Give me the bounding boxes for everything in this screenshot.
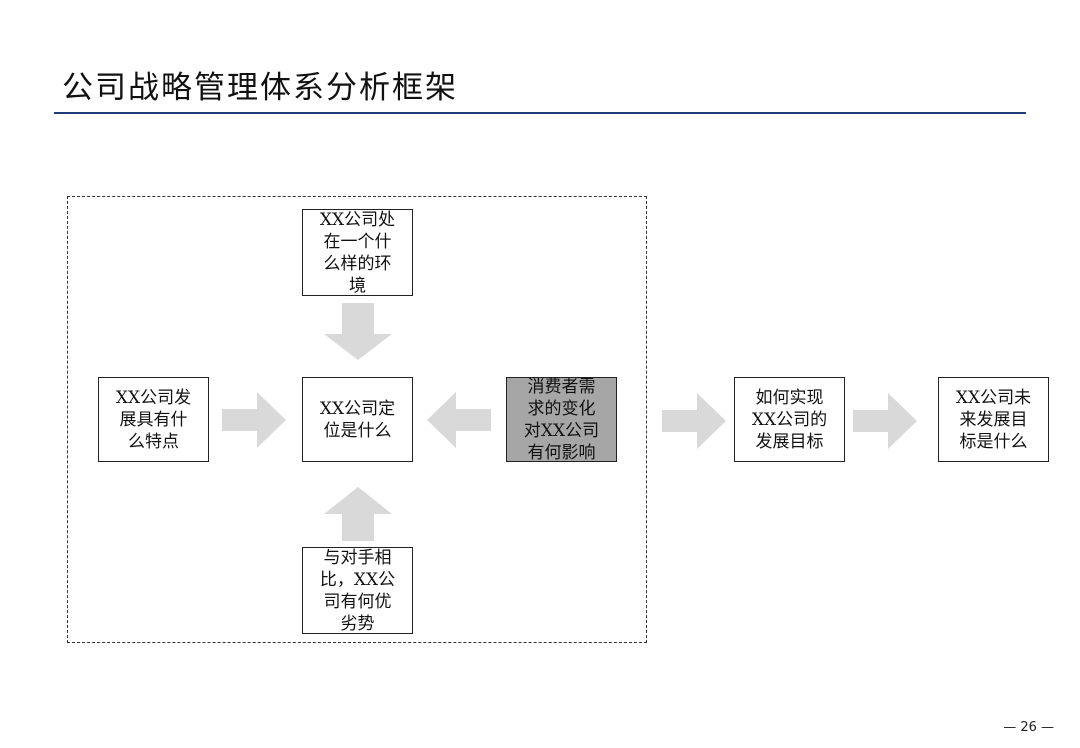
competitors-text: 与对手相 比，XX公 司有何优 劣势 [319, 547, 396, 634]
page-number: — 26 — [1003, 720, 1054, 735]
positioning-text: XX公司定 位是什么 [319, 398, 396, 441]
traits-box: XX公司发 展具有什 么特点 [98, 377, 209, 462]
environment-text: XX公司处 在一个什 么样的环 境 [319, 209, 396, 296]
realize-goal-box: 如何实现 XX公司的 发展目标 [734, 377, 845, 462]
competitors-box: 与对手相 比，XX公 司有何优 劣势 [302, 547, 413, 634]
arrow-right-icon [662, 393, 726, 449]
positioning-box: XX公司定 位是什么 [302, 377, 413, 462]
consumer-impact-text: 消费者需 求的变化 对XX公司 有何影响 [523, 377, 600, 462]
page-title: 公司战略管理体系分析框架 [62, 70, 458, 106]
traits-text: XX公司发 展具有什 么特点 [115, 387, 192, 452]
realize-goal-text: 如何实现 XX公司的 发展目标 [751, 387, 828, 452]
consumer-impact-box: 消费者需 求的变化 对XX公司 有何影响 [506, 377, 617, 462]
analysis-frame [67, 196, 647, 643]
title-underline [54, 112, 1026, 114]
arrow-right-icon [853, 393, 917, 449]
future-goal-box: XX公司未 来发展目 标是什么 [938, 377, 1049, 462]
future-goal-text: XX公司未 来发展目 标是什么 [955, 387, 1032, 452]
environment-box: XX公司处 在一个什 么样的环 境 [302, 209, 413, 296]
